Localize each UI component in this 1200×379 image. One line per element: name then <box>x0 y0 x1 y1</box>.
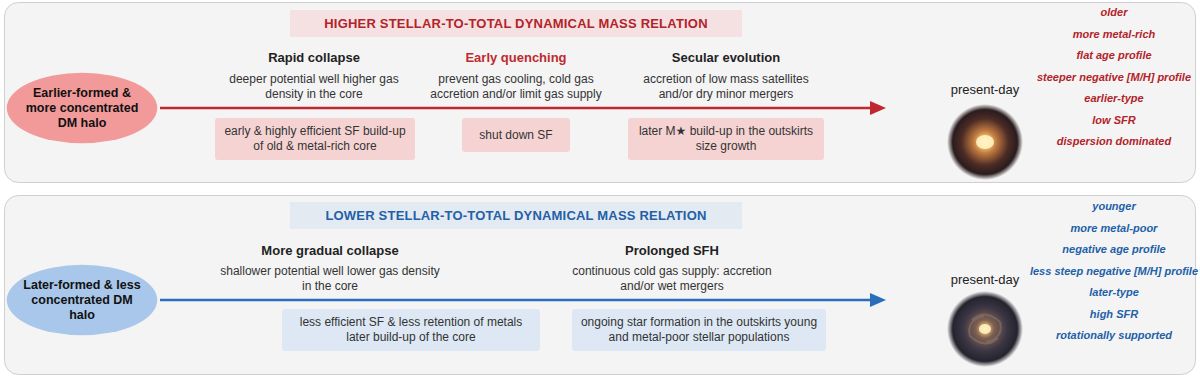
time-label: present-day <box>925 272 1045 287</box>
panel-outline <box>5 196 1196 375</box>
property-item: earlier-type <box>1029 91 1199 105</box>
panel-title: LOWER STELLAR-TO-TOTAL DYNAMICAL MASS RE… <box>290 202 742 229</box>
box-text: ongoing star formation in the outskirts … <box>580 315 818 345</box>
panel-title: HIGHER STELLAR-TO-TOTAL DYNAMICAL MASS R… <box>290 10 742 37</box>
box-text: shut down SF <box>479 128 552 143</box>
property-item: rotationally supported <box>1029 328 1199 342</box>
ellipse-fill <box>7 265 157 336</box>
galaxy-image <box>947 291 1023 367</box>
stage-description: accretion of low mass satellites and/or … <box>626 72 826 102</box>
process-box: shut down SF <box>462 118 570 152</box>
stage-description: shallower potential well lower gas densi… <box>220 264 440 294</box>
stage-heading: Rapid collapse <box>214 50 414 65</box>
process-box: later M★ build-up in the outskirts size … <box>628 118 824 160</box>
galaxy-core <box>979 324 991 334</box>
process-box: ongoing star formation in the outskirts … <box>572 309 826 351</box>
ellipse-fill <box>7 73 157 144</box>
stage-description: prevent gas cooling, cold gas accretion … <box>416 72 616 102</box>
arrow-head <box>870 101 886 115</box>
time-label: present-day <box>925 82 1045 97</box>
stage-heading: Early quenching <box>416 50 616 65</box>
spiral-arm <box>969 316 998 344</box>
stage-heading: Secular evolution <box>626 50 826 65</box>
property-item: negative age profile <box>1029 242 1199 256</box>
property-item: flat age profile <box>1029 48 1199 62</box>
process-box: less efficient SF & less retention of me… <box>282 309 540 351</box>
property-item: steeper negative [M/H] profile <box>1029 70 1199 84</box>
process-box: early & highly efficient SF build-up of … <box>215 118 415 160</box>
galaxy-core <box>976 135 994 149</box>
property-item: later-type <box>1029 285 1199 299</box>
property-item: low SFR <box>1029 113 1199 127</box>
panel-outline <box>5 3 1196 183</box>
arrow-head <box>870 293 886 307</box>
stage-description: deeper potential well higher gas density… <box>214 72 414 102</box>
property-item: high SFR <box>1029 307 1199 321</box>
flow-arrow <box>160 107 872 110</box>
halo-ellipse: Later-formed & less concentrated DM halo <box>6 264 158 336</box>
galaxy-image <box>947 104 1023 180</box>
flow-arrow <box>160 299 872 302</box>
stage-description: continuous cold gas supply: accretion an… <box>557 264 787 294</box>
box-text: early & highly efficient SF build-up of … <box>223 124 407 154</box>
stage-heading: Prolonged SFH <box>562 243 782 258</box>
property-item: less steep negative [M/H] profile <box>1029 264 1199 278</box>
property-item: dispersion dominated <box>1029 134 1199 148</box>
box-text: less efficient SF & less retention of me… <box>290 315 532 345</box>
property-item: older <box>1029 5 1199 19</box>
box-text: later M★ build-up in the outskirts size … <box>636 124 816 154</box>
halo-ellipse: Earlier-formed & more concentrated DM ha… <box>6 72 158 144</box>
property-item: younger <box>1029 199 1199 213</box>
halo-label: Earlier-formed & more concentrated DM ha… <box>23 86 141 131</box>
property-item: more metal-poor <box>1029 221 1199 235</box>
stage-heading: More gradual collapse <box>220 243 440 258</box>
halo-label: Later-formed & less concentrated DM halo <box>23 278 141 323</box>
property-item: more metal-rich <box>1029 27 1199 41</box>
